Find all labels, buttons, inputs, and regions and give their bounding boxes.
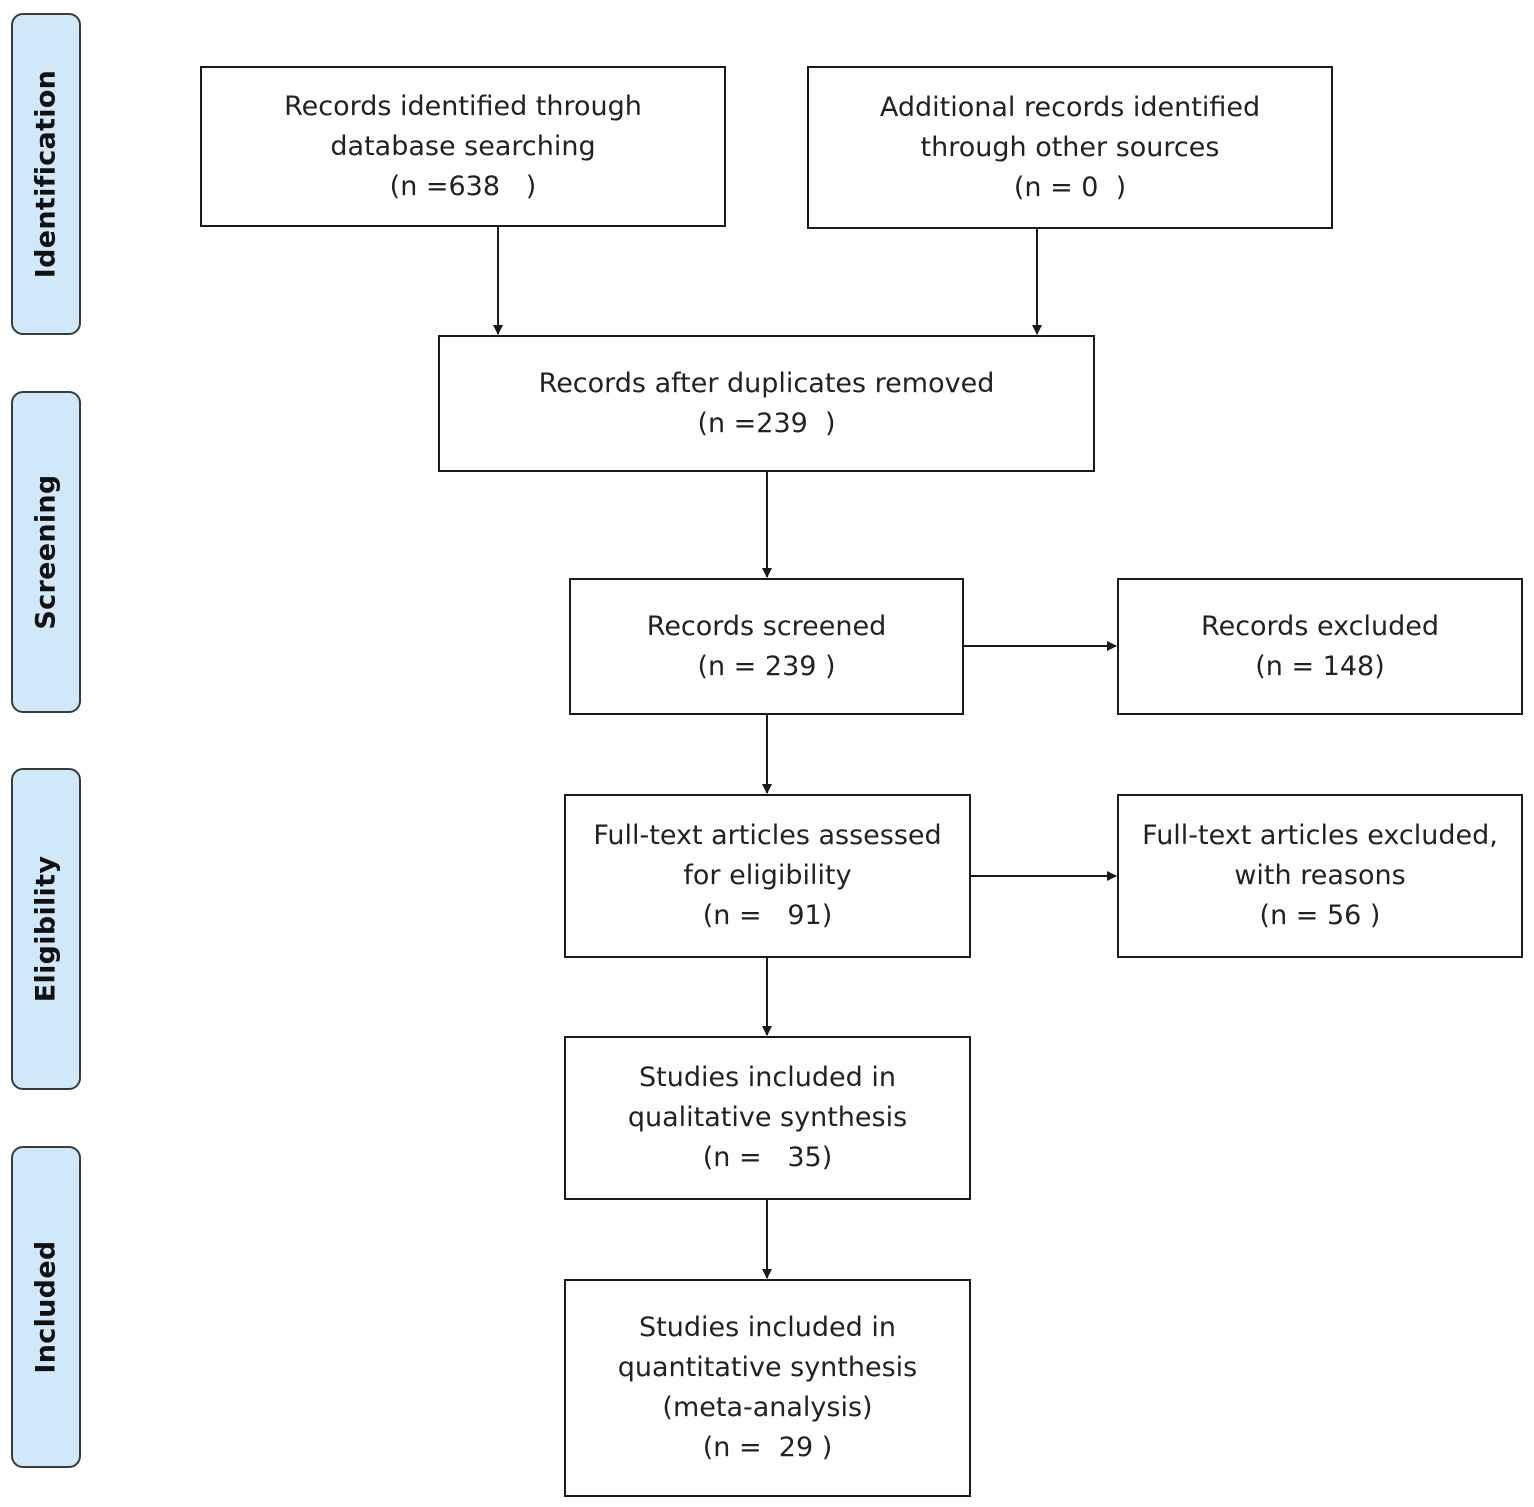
box-count: (n = 148) [1255,650,1385,682]
stage-identification: Identification [11,13,81,335]
box-text-line: quantitative synthesis [617,1352,918,1383]
box-records-screened: Records screened (n = 239 ) [569,578,964,715]
box-text-line: Studies included in [639,1062,896,1093]
stage-included: Included [11,1146,81,1468]
box-text-line: Full-text articles excluded, [1142,820,1498,851]
box-text-line: with reasons [1234,860,1406,891]
box-fulltext-assessed: Full-text articles assessed for eligibil… [564,794,971,958]
box-after-duplicates: Records after duplicates removed (n =239… [438,335,1095,472]
box-db-search: Records identified through database sear… [200,66,726,227]
box-count: (n = 29 ) [702,1432,833,1463]
box-text-line: Full-text articles assessed [593,820,942,851]
box-text-line: for eligibility [683,860,852,891]
box-text-line: qualitative synthesis [627,1102,908,1133]
box-fulltext-excluded: Full-text articles excluded, with reason… [1117,794,1523,958]
box-text-line: (meta-analysis) [662,1392,873,1423]
stage-eligibility: Eligibility [11,768,81,1090]
box-text-line: Records after duplicates removed [538,367,995,399]
box-other-sources: Additional records identified through ot… [807,66,1333,229]
box-text-line: Records excluded [1201,610,1439,642]
box-count: (n =239 ) [697,407,836,439]
box-count: (n =638 ) [389,170,537,202]
box-text-line: Studies included in [639,1312,896,1343]
box-text-line: Additional records identified [879,91,1261,123]
box-text-line: Records identified through [284,90,642,122]
box-text-line: database searching [330,130,596,162]
box-text-line: through other sources [920,131,1220,163]
box-count: (n = 91) [702,900,833,931]
box-count: (n = 239 ) [697,650,836,682]
box-qualitative-synthesis: Studies included in qualitative synthesi… [564,1036,971,1200]
box-quantitative-synthesis: Studies included in quantitative synthes… [564,1279,971,1497]
box-records-excluded: Records excluded (n = 148) [1117,578,1523,715]
box-count: (n = 35) [702,1142,833,1173]
box-count: (n = 0 ) [1013,171,1127,203]
box-text-line: Records screened [646,610,887,642]
box-count: (n = 56 ) [1259,900,1381,931]
stage-screening: Screening [11,391,81,713]
